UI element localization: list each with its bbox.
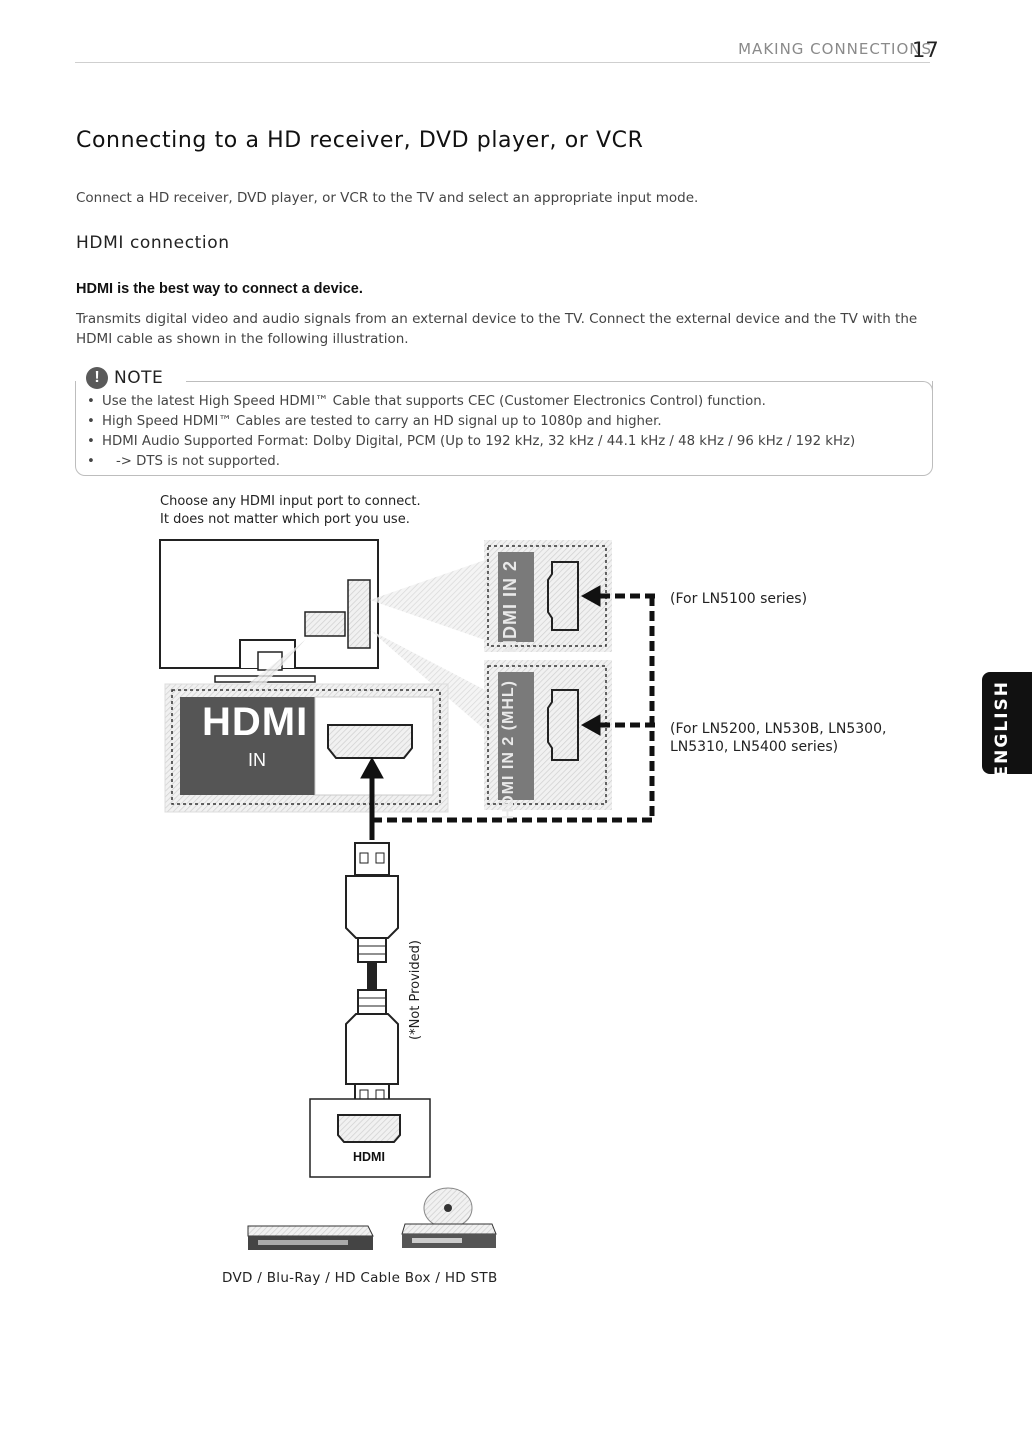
running-header-section: MAKING CONNECTIONS <box>738 40 932 58</box>
connection-arrows <box>360 585 655 840</box>
choose-line-2: It does not matter which port you use. <box>160 512 410 527</box>
page-title: Connecting to a HD receiver, DVD player,… <box>76 128 644 153</box>
note-box-top-border <box>186 381 933 394</box>
note-item: High Speed HDMI™ Cables are tested to ca… <box>86 412 926 432</box>
model-label-ln5100: (For LN5100 series) <box>670 591 808 607</box>
language-side-tab-label: ENGLISH <box>992 680 1012 778</box>
choose-port-instruction: Choose any HDMI input port to connect. I… <box>160 493 421 529</box>
note-item: Use the latest High Speed HDMI™ Cable th… <box>86 392 926 412</box>
connection-diagram <box>159 539 655 1250</box>
cable-not-provided-label: (*Not Provided) <box>408 940 423 1040</box>
device-hdmi-port-label: HDMI <box>353 1150 385 1164</box>
intro-text: Connect a HD receiver, DVD player, or VC… <box>76 190 699 206</box>
hdmi-in-logo-text: HDMI <box>202 700 309 744</box>
section-heading-hdmi: HDMI connection <box>76 233 230 253</box>
hdmi-emphasis-line: HDMI is the best way to connect a device… <box>76 281 363 297</box>
hdmi-cable <box>345 842 399 1111</box>
model-label-line-2: LN5310, LN5400 series) <box>670 739 839 755</box>
page-number: 17 <box>912 38 939 62</box>
hdmi-in-panel <box>164 683 449 813</box>
device-caption: DVD / Blu-Ray / HD Cable Box / HD STB <box>222 1270 498 1286</box>
note-list: Use the latest High Speed HDMI™ Cable th… <box>86 392 926 472</box>
device-illustrations <box>247 1187 497 1250</box>
header-divider <box>75 62 930 63</box>
port-tag-hdmi-in-2-mhl: HDMI IN 2 (MHL) <box>500 680 517 820</box>
hdmi-in-sub-text: IN <box>248 750 266 770</box>
choose-line-1: Choose any HDMI input port to connect. <box>160 494 421 509</box>
note-box <box>75 381 933 476</box>
model-label-ln5200-group: (For LN5200, LN530B, LN5300, LN5310, LN5… <box>670 720 886 756</box>
note-label: NOTE <box>114 368 164 388</box>
hdmi-port-zoom-1 <box>484 540 612 652</box>
hdmi-port-zoom-2 <box>484 660 612 810</box>
port-tag-hdmi-in-2: HDMI IN 2 <box>500 560 520 654</box>
language-side-tab <box>982 672 1032 774</box>
exclamation-icon: ! <box>86 367 108 389</box>
note-header: ! NOTE <box>86 367 170 389</box>
hdmi-paragraph: Transmits digital video and audio signal… <box>76 311 918 347</box>
model-label-line-1: (For LN5200, LN530B, LN5300, <box>670 721 887 737</box>
device-port-box <box>309 1098 431 1178</box>
tv-illustration <box>159 539 485 730</box>
note-item-continuation: -> DTS is not supported. <box>86 452 926 472</box>
note-item: HDMI Audio Supported Format: Dolby Digit… <box>86 432 926 452</box>
